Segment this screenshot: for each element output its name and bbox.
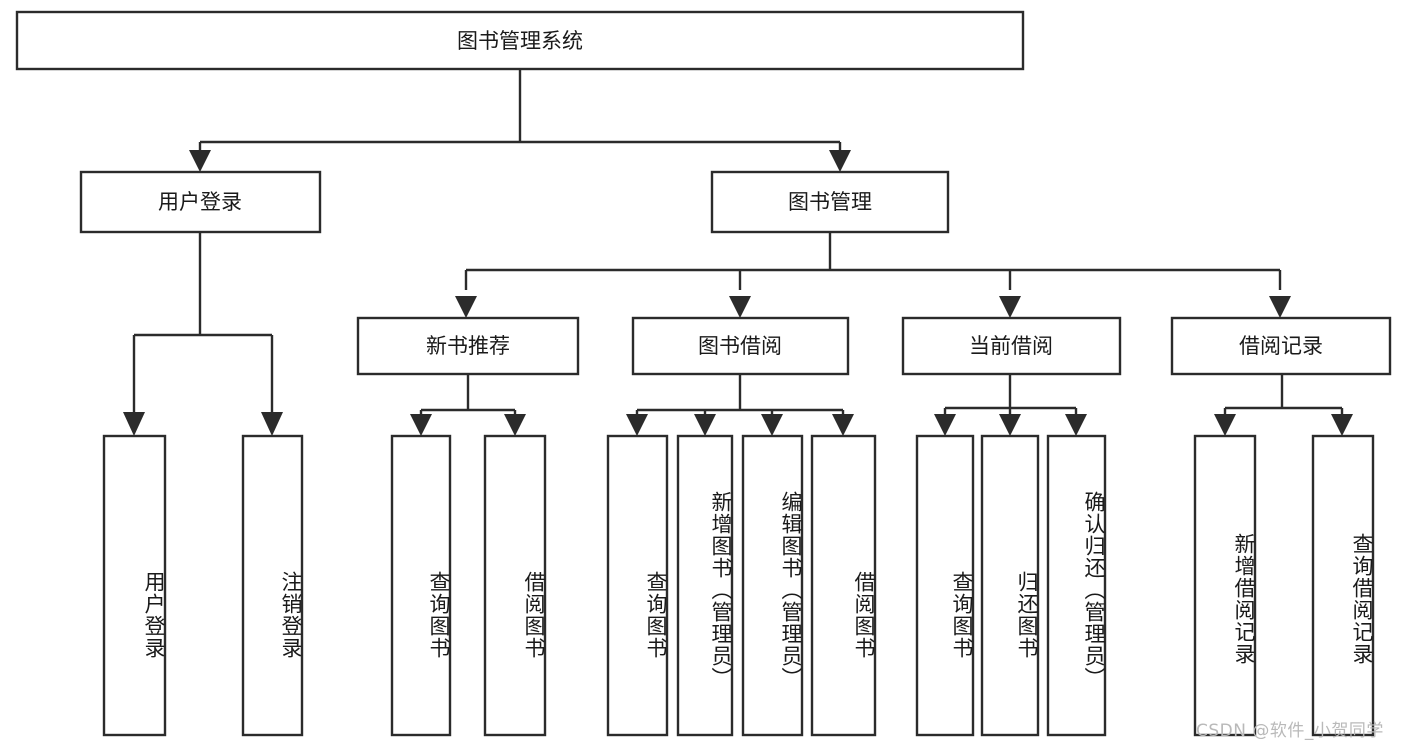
node-book-manage-box[interactable] (710, 170, 950, 234)
edge-book-borrow-split (635, 374, 845, 420)
node-leaf-user-logout-box[interactable] (241, 434, 304, 737)
node-root-box[interactable] (15, 10, 1025, 71)
node-book-manage-label: 图书管理 (788, 190, 872, 214)
node-leaf-query-book-2-box[interactable] (606, 434, 669, 737)
arrowhead-leaf-user-login (123, 412, 145, 436)
node-new-book-rec[interactable]: 新书推荐 (356, 316, 580, 376)
node-current-borrow-label: 当前借阅 (969, 334, 1053, 358)
node-leaf-confirm-return-box[interactable] (1046, 434, 1107, 737)
node-current-borrow[interactable]: 当前借阅 (901, 316, 1122, 376)
node-leaf-query-book-3-box[interactable] (915, 434, 975, 737)
node-leaf-borrow-book-2-box[interactable] (810, 434, 877, 737)
edge-user-login-split (132, 232, 274, 424)
node-leaf-edit-book-box[interactable] (741, 434, 804, 737)
node-borrow-record[interactable]: 借阅记录 (1170, 316, 1392, 376)
edge-borrow-record-split (1223, 374, 1344, 420)
arrowhead-leaf-add-book (694, 414, 716, 436)
node-new-book-rec-box[interactable] (356, 316, 580, 376)
node-leaf-query-record-box[interactable] (1311, 434, 1375, 737)
edge-root-trunk (198, 69, 842, 160)
arrowhead-leaf-query-book-3 (934, 414, 956, 436)
arrowhead-leaf-user-logout (261, 412, 283, 436)
arrowhead-leaf-return-book (999, 414, 1021, 436)
node-user-login[interactable]: 用户登录 (79, 170, 322, 234)
node-root-label: 图书管理系统 (457, 29, 583, 53)
arrowhead-user-login (189, 150, 211, 172)
node-book-borrow[interactable]: 图书借阅 (631, 316, 850, 376)
edges-layer (123, 69, 1353, 436)
node-book-manage[interactable]: 图书管理 (710, 170, 950, 234)
node-user-login-box[interactable] (79, 170, 322, 234)
node-new-book-rec-label: 新书推荐 (426, 334, 510, 358)
arrowhead-borrow-record (1269, 296, 1291, 318)
arrowhead-leaf-borrow-book-1 (504, 414, 526, 436)
node-root[interactable]: 图书管理系统 (15, 10, 1025, 71)
node-leaf-borrow-book-1-box[interactable] (483, 434, 547, 737)
csdn-watermark: CSDN @软件_小贺同学 (1196, 721, 1384, 741)
node-borrow-record-label: 借阅记录 (1239, 334, 1323, 358)
arrowhead-leaf-edit-book (761, 414, 783, 436)
node-leaf-return-book-box[interactable] (980, 434, 1040, 737)
node-leaf-query-book-1-box[interactable] (390, 434, 452, 737)
arrowhead-leaf-query-record (1331, 414, 1353, 436)
node-current-borrow-box[interactable] (901, 316, 1122, 376)
arrowhead-book-manage (829, 150, 851, 172)
node-borrow-record-box[interactable] (1170, 316, 1392, 376)
nodes-layer: 图书管理系统 用户登录 图书管理 新书推荐 图书借阅 (15, 10, 1392, 737)
arrowhead-leaf-query-book-2 (626, 414, 648, 436)
edge-current-borrow-split (943, 374, 1078, 420)
arrowhead-leaf-add-record (1214, 414, 1236, 436)
node-leaf-add-book-box[interactable] (676, 434, 734, 737)
arrowhead-current-borrow (999, 296, 1021, 318)
arrowhead-leaf-confirm-return (1065, 414, 1087, 436)
node-user-login-label: 用户登录 (158, 190, 242, 214)
edge-book-manage-split (464, 232, 1282, 290)
arrowhead-new-book-rec (455, 296, 477, 318)
node-leaf-user-login-box[interactable] (102, 434, 167, 737)
arrowhead-leaf-query-book-1 (410, 414, 432, 436)
node-book-borrow-label: 图书借阅 (698, 334, 782, 358)
node-book-borrow-box[interactable] (631, 316, 850, 376)
node-leaf-add-record-box[interactable] (1193, 434, 1257, 737)
arrowhead-book-borrow (729, 296, 751, 318)
arrowhead-leaf-borrow-book-2 (832, 414, 854, 436)
edge-new-book-rec-split (419, 374, 517, 420)
